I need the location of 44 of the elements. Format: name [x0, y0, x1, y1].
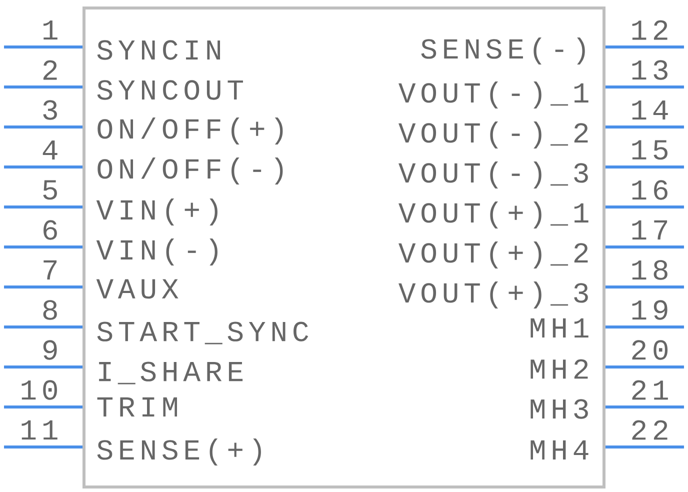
- pin-name: VIN(+): [96, 198, 218, 226]
- pin-name: VIN(-): [96, 238, 218, 266]
- pin-name: TRIM: [97, 397, 177, 417]
- pin-number: 18: [632, 260, 668, 280]
- pin-number: 13: [632, 60, 668, 80]
- pin-number: 20: [632, 340, 668, 360]
- pin-name: ON/OFF(-): [98, 157, 283, 184]
- pin-name: SENSE(+): [97, 438, 261, 466]
- pin-number: 15: [632, 140, 668, 160]
- pin-number: 5: [43, 180, 57, 200]
- pin-number: 9: [43, 340, 57, 360]
- pin-number: 14: [632, 100, 668, 120]
- pin-number: 22: [632, 420, 668, 440]
- pin-name: VOUT(+)_2: [398, 241, 588, 268]
- pin-number: 3: [43, 100, 57, 120]
- pin-name: VAUX: [96, 279, 178, 299]
- pin-number: 4: [42, 140, 58, 160]
- pin-name: START_SYNC: [97, 322, 308, 344]
- pin-number: 12: [632, 20, 668, 40]
- pin-name: SYNCOUT: [97, 80, 243, 100]
- pin-name: VOUT(-)_2: [398, 121, 588, 148]
- pin-number: 2: [43, 60, 57, 80]
- pin-name: MH4: [530, 440, 588, 460]
- pin-name: VOUT(-)_3: [398, 161, 588, 188]
- pin-number: 1: [44, 20, 58, 40]
- pin-name: VOUT(+)_3: [398, 281, 588, 308]
- pin-name: ON/OFF(+): [98, 117, 283, 144]
- pin-name: SENSE(-): [421, 37, 585, 64]
- pin-number: 10: [22, 380, 57, 400]
- pin-number: 21: [632, 380, 668, 400]
- pin-number: 19: [632, 300, 668, 320]
- pin-number: 7: [44, 260, 57, 280]
- pin-name: VOUT(+)_1: [398, 201, 588, 228]
- pin-number: 17: [632, 220, 668, 240]
- pin-name: MH1: [530, 318, 588, 338]
- pin-number: 8: [43, 300, 57, 320]
- pin-name: MH3: [530, 399, 588, 419]
- pin-name: SYNCIN: [97, 40, 220, 60]
- pin-name: VOUT(-)_1: [398, 81, 588, 108]
- pin-number: 6: [44, 220, 57, 240]
- pin-number: 11: [22, 420, 58, 440]
- pin-name: I_SHARE: [99, 362, 243, 384]
- pin-name: MH2: [530, 359, 588, 379]
- pin-number: 16: [632, 180, 668, 200]
